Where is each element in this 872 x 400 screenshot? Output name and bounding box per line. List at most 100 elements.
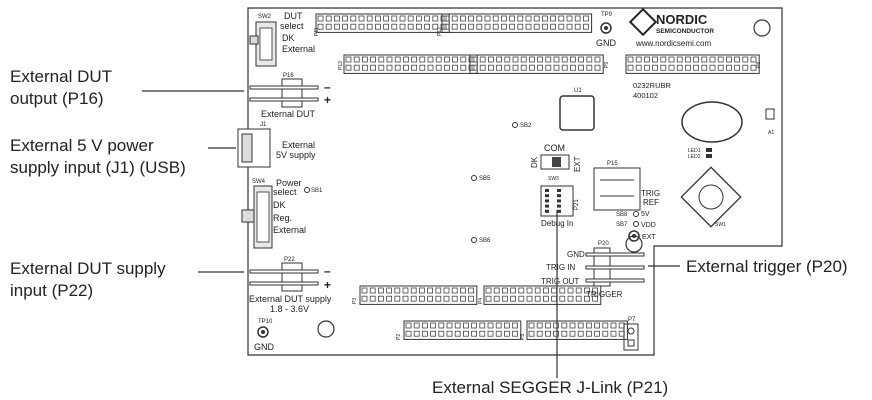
pin-pad [537,64,543,71]
pin-pad [421,322,428,329]
pin-pad [402,56,409,63]
pin-header-frame [403,320,522,340]
p22-plus: + [324,278,331,292]
pin-pad [574,23,581,30]
sb8-label: SB8 [616,212,628,218]
pin-pad [484,23,491,30]
pin-pad [750,64,757,71]
pin-pad [627,56,634,63]
pin-pad [452,56,459,63]
pin-pad [717,64,724,71]
pin-pad [435,56,442,63]
pin-pad [460,56,467,63]
pin-pad [402,295,409,302]
pin-pad [468,56,475,63]
sw2-switch [249,21,277,67]
nordic-logo: NORDIC SEMICONDUCTOR [628,7,714,37]
trigger-label: TRIGGER [586,290,623,299]
pin-pad [451,15,458,22]
pin-pad [386,295,393,302]
pin-pad [443,15,450,22]
pin-pad [509,23,516,30]
pin-pad [446,322,453,329]
pin-pad [438,330,445,337]
pin-pad [459,15,466,22]
pin-pad [435,295,442,302]
pin-pad [427,56,434,63]
pin-pad [545,322,551,329]
callout-line: External DUT supply [10,259,166,278]
pin-header-frame [343,54,478,74]
pin-pad [333,23,340,30]
pin-pad [570,64,576,71]
p15-connector [593,167,641,211]
pin-pad [374,15,381,22]
pin-pad [443,56,450,63]
pin-header: P5 [520,320,628,340]
pin-header-label: P12 [437,27,443,36]
j1-label: J1 [260,122,267,128]
p20-pin-trig-out [585,278,645,283]
pin-pad [405,330,412,337]
pin-pad [594,64,601,71]
pin-header-frame [441,13,593,33]
external-5v-label: External [282,140,315,150]
pin-pad [471,56,478,63]
pin-pad [583,23,589,30]
pin-pad [542,23,548,30]
external-dut-supply-range: 1.8 - 3.6V [270,304,309,314]
pin-pad [413,322,420,329]
pin-pad [471,330,478,337]
semiconductor-text: SEMICONDUCTOR [656,28,714,35]
pin-pad [660,56,667,63]
pin-pad [443,23,450,30]
pin-pad [358,23,365,30]
pin-pad [558,15,565,22]
sb6-pad [471,237,477,243]
pin-pad [701,64,708,71]
pin-pad [602,322,609,329]
pin-pad [517,23,524,30]
pin-pad [586,64,593,71]
p21-pin [557,189,561,192]
com-label: COM [544,143,565,153]
pin-pad [575,295,582,302]
pin-pad [427,287,434,294]
pin-pad [361,295,368,302]
pin-pad [693,56,699,63]
nordic-logo-text: NORDIC [656,12,708,27]
pin-pad [446,330,453,337]
pin-header-frame [315,13,450,33]
pin-pad [592,295,598,302]
callout-line: External DUT [10,67,113,86]
pin-pad [512,322,518,329]
led2 [706,154,712,158]
power-select-external: External [273,225,306,235]
pin-pad [410,295,417,302]
pin-pad [536,322,543,329]
pin-pad [419,64,426,71]
pin-pad [584,295,590,302]
tp9-testpoint-inner [604,26,608,30]
pin-pad [350,23,357,30]
pin-pad [726,56,732,63]
pin-pad [526,287,533,294]
pin-pad [405,322,412,329]
pin-pad [377,287,384,294]
dut-select-label-2: select [280,21,304,31]
sw3-knob [552,157,561,167]
sw1-label: SW1 [715,222,726,228]
pin-pad [512,64,519,71]
pin-pad [543,295,549,302]
pin-pad [504,64,511,71]
pin-pad [424,15,431,22]
a1-component [765,108,775,120]
pin-pad [709,64,716,71]
pin-pad [528,330,535,337]
pin-pad [660,64,667,71]
pin-pad [361,287,368,294]
power-select-label: Power [276,178,302,188]
pin-pad [353,64,360,71]
